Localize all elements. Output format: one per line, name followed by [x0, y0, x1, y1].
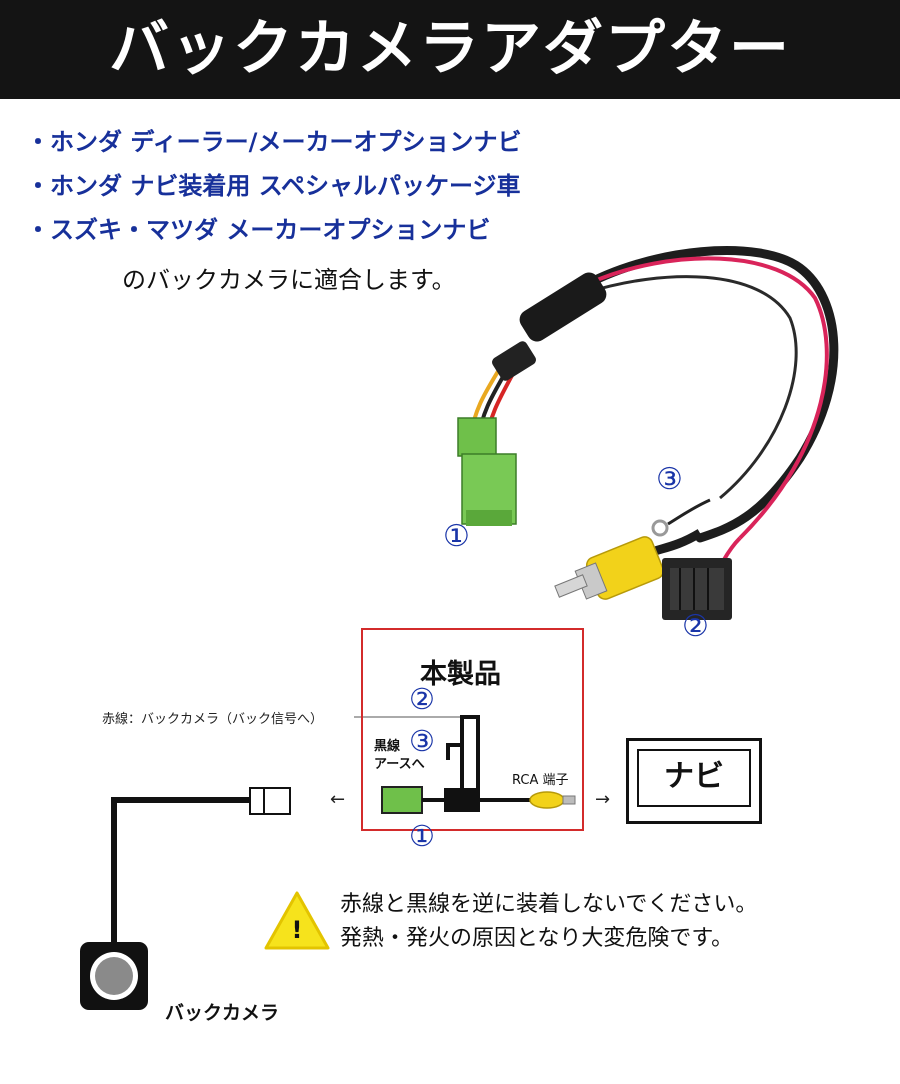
compatibility-list: ・ホンダ ディーラー/メーカーオプションナビ ・ホンダ ナビ装着用 スペシャルパ…: [26, 124, 521, 256]
navi-unit: ナビ: [626, 738, 762, 824]
photo-marker-2: ②: [682, 609, 709, 644]
product-label: 本製品: [420, 659, 501, 690]
warning-triangle-icon: !: [291, 916, 303, 944]
diagram-marker-3: ③: [409, 724, 435, 758]
product-box: [361, 628, 584, 831]
diagram-marker-2: ②: [409, 682, 435, 716]
photo-marker-1: ①: [443, 519, 470, 554]
red-wire-label: 赤線：バックカメラ（バック信号へ）: [102, 712, 324, 727]
page-title: バックカメラアダプター: [109, 14, 791, 84]
photo-marker-3: ③: [656, 462, 683, 497]
arrow-left-icon: ←: [330, 789, 346, 810]
diagram-marker-1: ①: [409, 819, 435, 853]
compatibility-note: のバックカメラに適合します。: [122, 266, 456, 294]
warning-line-1: 赤線と黒線を逆に装着しないでください。: [340, 892, 758, 917]
compatibility-item: ・スズキ・マツダ メーカーオプションナビ: [26, 216, 491, 244]
arrow-right-icon: →: [595, 789, 611, 810]
ground-label: アースへ: [374, 757, 425, 772]
rca-label: RCA 端子: [512, 773, 569, 788]
black-wire-label: 黒線: [374, 739, 401, 754]
compatibility-item: ・ホンダ ナビ装着用 スペシャルパッケージ車: [26, 172, 521, 200]
product-photo: [457, 246, 839, 620]
warning-line-2: 発熱・発火の原因となり大変危険です。: [340, 926, 734, 951]
wiring-diagram: [80, 715, 576, 1010]
camera-label: バックカメラ: [165, 1002, 280, 1024]
warning-text: 赤線と黒線を逆に装着しないでください。 発熱・発火の原因となり大変危険です。: [340, 888, 757, 956]
compatibility-item: ・ホンダ ディーラー/メーカーオプションナビ: [26, 128, 522, 156]
navi-label: ナビ: [664, 759, 724, 794]
navi-screen: ナビ: [637, 749, 751, 807]
title-bar: [0, 0, 900, 99]
